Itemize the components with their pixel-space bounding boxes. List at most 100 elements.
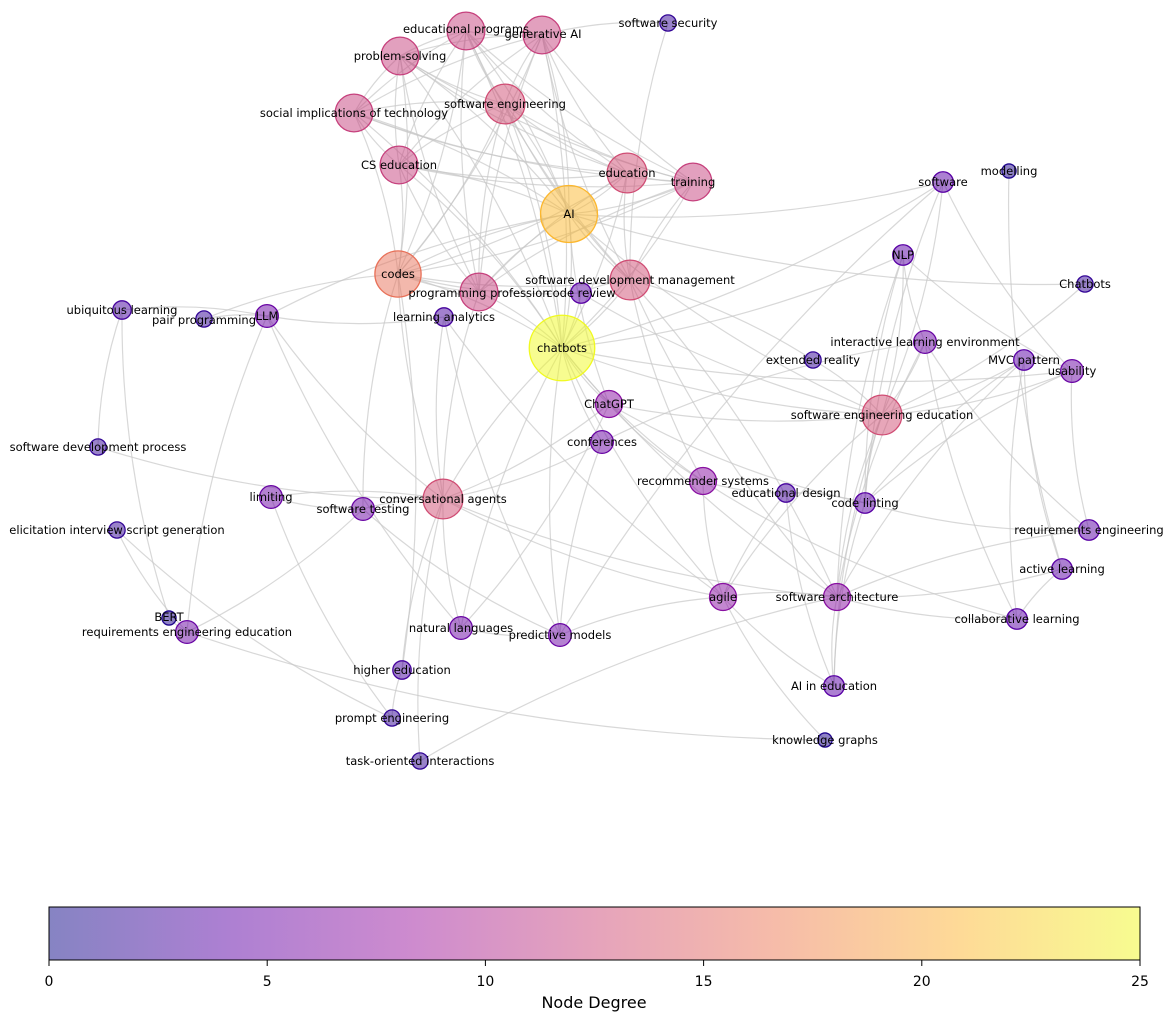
edge-ai--software-engineering-education xyxy=(568,213,883,416)
node-code-review xyxy=(570,282,592,304)
edge-usability--code-linting xyxy=(864,370,1073,504)
node-software-security xyxy=(659,14,677,32)
node-ubiquitous-learning xyxy=(112,300,132,320)
edge-chatbots--agile xyxy=(561,347,724,598)
node-active-learning xyxy=(1051,558,1073,580)
edge-llm--conversational-agents xyxy=(266,315,444,500)
edge-educational-programs--training xyxy=(465,30,694,183)
node-label-conversational-agents: conversational agents xyxy=(379,492,506,506)
node-education xyxy=(606,152,648,194)
node-label-training: training xyxy=(671,175,716,189)
node-label-recommender-systems: recommender systems xyxy=(637,474,769,488)
node-label-chatbots: chatbots xyxy=(537,341,587,355)
node-label-educational-design: educational design xyxy=(731,486,840,500)
node-label-interactive-learning-environment: interactive learning environment xyxy=(830,335,1020,349)
edge-social-implications-of-technology--training xyxy=(353,112,694,183)
edge-interactive-learning-environment--software-architecture xyxy=(836,341,926,598)
edge-software-security--software-development-management xyxy=(629,22,669,281)
edge-software-engineering--programming-profession xyxy=(478,103,506,293)
edge-chatbots--usability xyxy=(561,347,1073,383)
edge-elicitation-interview-script-generation--prompt-engineering xyxy=(116,529,393,719)
node-label-code-review: code review xyxy=(546,286,615,300)
node-chatbots xyxy=(1076,275,1094,293)
node-ai-in-education xyxy=(823,675,845,697)
edge-programming-profession--conversational-agents xyxy=(442,291,480,500)
edge-llm--ubiquitous-learning xyxy=(121,306,268,317)
edge-software-engineering-education--usability xyxy=(881,370,1073,416)
node-training xyxy=(673,162,713,202)
node-software-development-process xyxy=(89,438,107,456)
node-label-programming-profession: programming profession xyxy=(408,286,549,300)
node-collaborative-learning xyxy=(1006,608,1028,630)
node-learning-analytics xyxy=(434,307,454,327)
node-predictive-models xyxy=(548,623,573,648)
edge-ai--software xyxy=(568,181,944,218)
node-label-usability: usability xyxy=(1048,364,1097,378)
colorbar-title: Node Degree xyxy=(541,993,646,1012)
node-software xyxy=(932,171,954,193)
edge-nlp--usability xyxy=(902,254,1073,372)
edge-codes--software-development-management xyxy=(397,273,631,288)
node-label-software-architecture: software architecture xyxy=(776,590,899,604)
edge-mvc-pattern--collaborative-learning xyxy=(1009,359,1025,620)
node-label-limiting: limiting xyxy=(249,490,292,504)
node-label-mvc-pattern: MVC pattern xyxy=(988,353,1060,367)
edge-ai--llm xyxy=(266,213,570,317)
node-label-active-learning: active learning xyxy=(1019,562,1105,576)
node-label-higher-education: higher education xyxy=(353,663,451,677)
edge-code-linting--requirements-engineering xyxy=(864,502,1090,532)
edge-educational-programs--programming-profession xyxy=(460,30,480,293)
node-label-learning-analytics: learning analytics xyxy=(393,310,495,324)
edge-agile--knowledge-graphs xyxy=(722,596,826,741)
colorbar-fill xyxy=(49,907,1140,960)
node-software-engineering-education xyxy=(861,394,903,436)
node-software-architecture xyxy=(822,582,852,612)
edge-ai--chatbots xyxy=(568,213,1086,286)
node-label-pair-programming: pair programming xyxy=(152,313,256,327)
node-label-predictive-models: predictive models xyxy=(509,628,612,642)
edge-software-architecture--collaborative-learning xyxy=(836,596,1018,620)
colorbar-tick-label: 10 xyxy=(476,974,494,990)
node-label-software-development-management: software development management xyxy=(525,273,735,287)
node-natural-languages xyxy=(448,616,473,641)
node-pair-programming xyxy=(195,310,213,328)
node-code-linting xyxy=(854,492,876,514)
edge-chatbots--natural-languages xyxy=(460,347,563,629)
node-chatgpt xyxy=(594,389,624,419)
node-label-social-implications-of-technology: social implications of technology xyxy=(260,106,448,120)
edge-codes--software-testing xyxy=(362,273,399,510)
node-label-task-oriented-interactions: task-oriented interactions xyxy=(346,754,495,768)
colorbar-tick-label: 15 xyxy=(695,974,713,990)
node-conversational-agents xyxy=(422,478,464,520)
node-label-ai: AI xyxy=(563,207,574,221)
node-task-oriented-interactions xyxy=(411,752,429,770)
node-label-software-engineering: software engineering xyxy=(444,97,566,111)
node-extended-reality xyxy=(804,351,822,369)
edge-llm--learning-analytics xyxy=(266,315,445,325)
edge-software-architecture--active-learning xyxy=(836,568,1063,599)
edge-codes--social-implications-of-technology xyxy=(353,112,399,275)
edge-interactive-learning-environment--collaborative-learning xyxy=(924,341,1018,620)
node-social-implications-of-technology xyxy=(334,93,374,133)
node-label-llm: LLM xyxy=(256,309,279,323)
edge-modelling--active-learning xyxy=(1007,170,1063,570)
edge-cs-education--training xyxy=(398,164,694,188)
edge-chatgpt--software-engineering-education xyxy=(608,403,883,422)
colorbar-tick-label: 0 xyxy=(45,974,54,990)
edge-ubiquitous-learning--software-development-process xyxy=(97,309,123,448)
edge-software--predictive-models xyxy=(559,181,944,636)
edge-generative-ai--training xyxy=(541,34,694,183)
edge-ubiquitous-learning--bert xyxy=(121,309,170,619)
edge-conferences--predictive-models xyxy=(559,441,603,636)
node-label-generative-ai: generative AI xyxy=(504,27,581,41)
edge-software-engineering-education--software-architecture xyxy=(836,414,883,598)
node-label-software-development-process: software development process xyxy=(10,440,187,454)
node-programming-profession xyxy=(459,272,499,312)
node-llm xyxy=(254,303,279,328)
edge-conversational-agents--higher-education xyxy=(401,498,444,671)
edge-chatbots--nlp xyxy=(561,254,904,349)
edge-agile--predictive-models xyxy=(559,596,724,636)
edge-mvc-pattern--software-architecture xyxy=(836,359,1025,598)
